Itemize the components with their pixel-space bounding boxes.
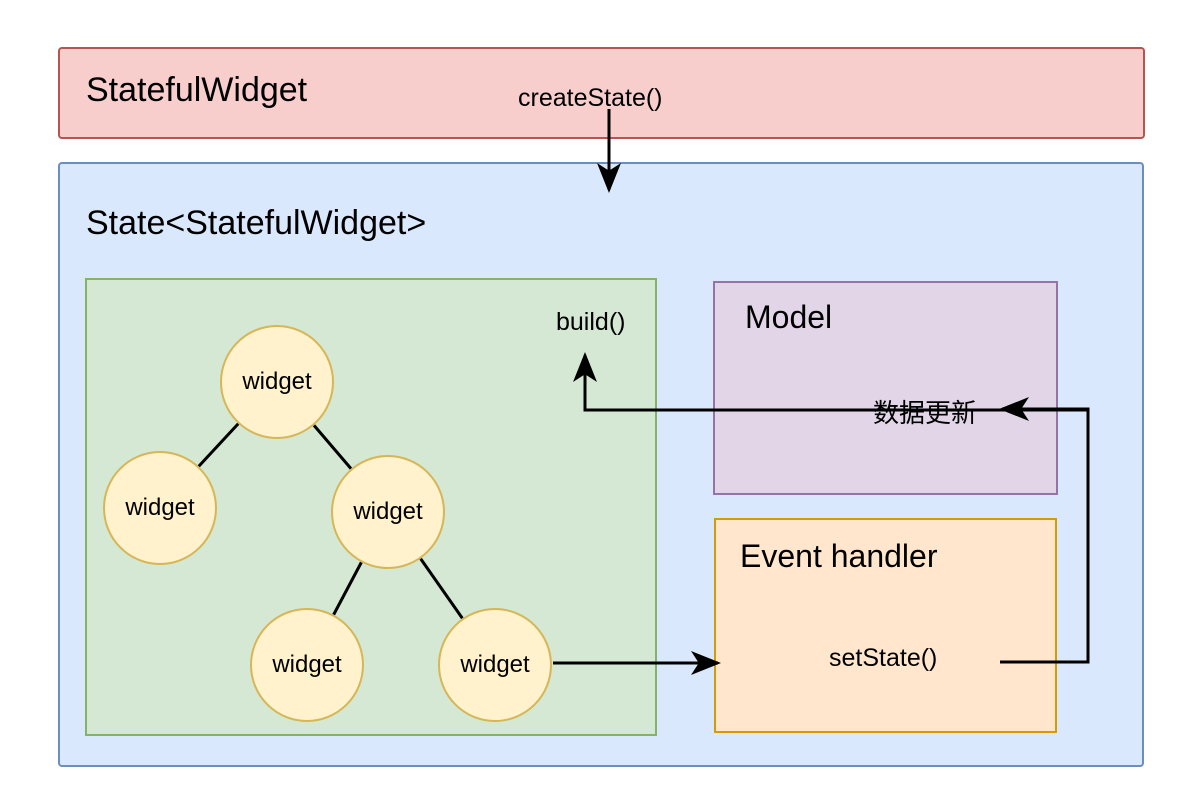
create-state-label: createState() [518, 84, 663, 112]
widget-node-label: widget [272, 651, 342, 678]
widget-node: widget [220, 325, 334, 439]
widget-node: widget [331, 455, 445, 569]
widget-node-label: widget [460, 651, 530, 678]
widget-node: widget [438, 608, 552, 722]
model-title: Model [745, 299, 833, 335]
data-update-label: 数据更新 [873, 398, 978, 428]
build-label: build() [556, 308, 626, 336]
set-state-label: setState() [829, 644, 938, 672]
widget-node: widget [250, 608, 364, 722]
stateful-widget-title: StatefulWidget [86, 71, 308, 109]
model-box: Model [713, 281, 1058, 495]
state-title: State<StatefulWidget> [86, 204, 427, 242]
event-handler-title: Event handler [740, 538, 938, 574]
widget-node-label: widget [242, 368, 312, 395]
widget-node-label: widget [353, 498, 423, 525]
widget-node: widget [103, 451, 217, 565]
widget-node-label: widget [125, 494, 195, 521]
event-handler-box: Event handler [714, 518, 1057, 733]
stateful-widget-box: StatefulWidget [58, 47, 1145, 139]
